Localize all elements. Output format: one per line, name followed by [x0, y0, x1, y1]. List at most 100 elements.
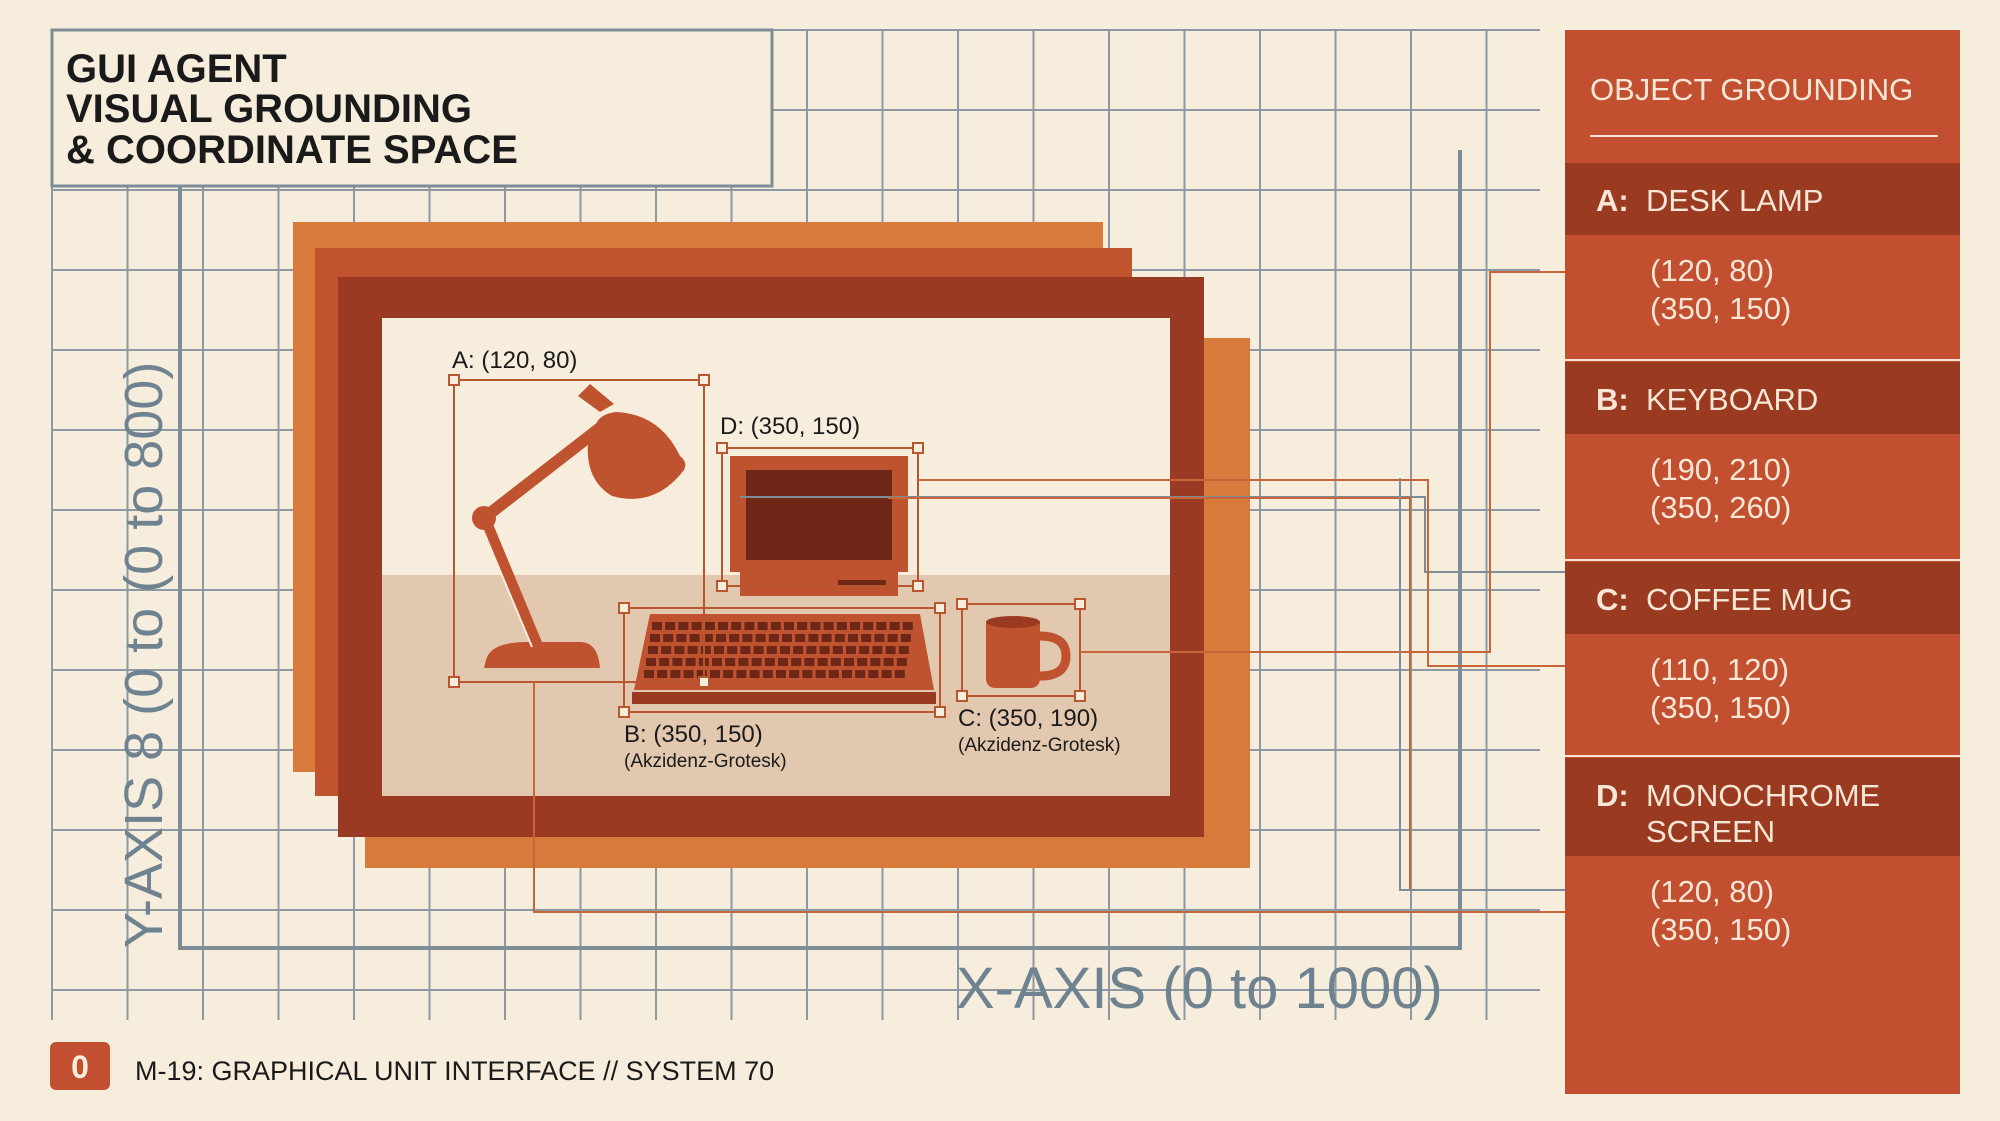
keyboard-key	[755, 634, 766, 642]
keyboard-key	[648, 646, 658, 654]
keyboard-key	[674, 646, 685, 654]
keyboard-key	[691, 622, 702, 630]
bbox-handle	[934, 706, 946, 718]
keyboard-key	[716, 634, 726, 642]
keyboard-key	[770, 622, 781, 630]
bbox-handle	[698, 676, 710, 688]
bbox-mug	[961, 603, 1081, 697]
keyboard-key	[714, 646, 724, 654]
keyboard-key	[808, 634, 819, 642]
keyboard-key	[762, 670, 773, 678]
panel-item-coord-2: (350, 150)	[1650, 912, 1791, 947]
panel-item-coord-1: (120, 80)	[1650, 874, 1774, 909]
keyboard-key	[764, 658, 775, 666]
keyboard-key	[898, 646, 909, 654]
keyboard-key	[874, 634, 885, 642]
panel-item-header	[1565, 362, 1960, 434]
panel-item-label: DESK LAMP	[1646, 183, 1823, 218]
keyboard-key	[652, 622, 662, 630]
keyboard-key	[731, 622, 742, 630]
bbox-label-a: A: (120, 80)	[452, 347, 577, 374]
y-axis-label: Y-AXIS 8 (0 to (0 to 800)	[114, 362, 174, 948]
keyboard-key	[870, 658, 881, 666]
bbox-handle	[448, 676, 460, 688]
keyboard-key	[672, 658, 683, 666]
keyboard-key	[683, 670, 694, 678]
bbox-handle	[1074, 690, 1086, 702]
bbox-label-d: D: (350, 150)	[720, 413, 860, 440]
monitor-icon	[730, 456, 908, 596]
panel-item-label-2: SCREEN	[1646, 814, 1775, 849]
keyboard-key	[844, 658, 854, 666]
keyboard-key	[894, 670, 905, 678]
footer-badge	[50, 1042, 110, 1090]
bbox-lamp	[453, 379, 705, 683]
keyboard-key	[725, 658, 736, 666]
keyboard-key	[887, 634, 898, 642]
bbox-handle	[956, 690, 968, 702]
keyboard-key	[819, 646, 830, 654]
title-box: GUI AGENT VISUAL GROUNDING & COORDINATE …	[50, 28, 774, 188]
keyboard-key	[687, 646, 698, 654]
keyboard-key	[797, 622, 808, 630]
keyboard-key	[700, 646, 711, 654]
keyboard-key	[817, 658, 828, 666]
bbox-handle	[912, 442, 924, 454]
leader-line-c	[1080, 271, 1635, 653]
keyboard-key	[670, 670, 681, 678]
keyboard-key	[810, 622, 821, 630]
keyboard-key	[900, 634, 911, 642]
keyboard-key	[842, 670, 852, 678]
keyboard-key	[830, 658, 841, 666]
keyboard-key	[872, 646, 883, 654]
panel-item-coord-2: (350, 150)	[1650, 690, 1791, 725]
panel-item-coord-1: (110, 120)	[1650, 652, 1789, 687]
keyboard-key	[644, 670, 654, 678]
bbox-handle	[1074, 598, 1086, 610]
panel-item-header	[1565, 758, 1960, 856]
footer-badge-glyph: 0	[71, 1049, 89, 1085]
keyboard-key	[782, 634, 792, 642]
keyboard-key	[855, 670, 866, 678]
axis-frame	[178, 150, 1462, 950]
keyboard-key	[868, 670, 879, 678]
keyboard-key	[727, 646, 738, 654]
keyboard-key	[753, 646, 764, 654]
keyboard-key	[738, 658, 749, 666]
bbox-keyboard	[623, 607, 941, 713]
keyboard-key	[804, 658, 815, 666]
keyboard-key	[896, 658, 907, 666]
keyboard-key	[646, 658, 656, 666]
keyboard-key	[685, 658, 696, 666]
keyboard-key	[885, 646, 896, 654]
footer-text: M-19: GRAPHICAL UNIT INTERFACE // SYSTEM…	[135, 1056, 774, 1086]
bbox-handle	[716, 580, 728, 592]
scene-frames	[293, 222, 1250, 868]
keyboard-key	[689, 634, 700, 642]
keyboard-key	[676, 634, 687, 642]
mug-icon	[986, 616, 1071, 688]
keyboard-key	[883, 658, 894, 666]
keyboard-key	[757, 622, 768, 630]
panel-item-label: COFFEE MUG	[1646, 582, 1853, 617]
keyboard-key	[832, 646, 843, 654]
keyboard-key	[729, 634, 740, 642]
keyboard-key	[696, 670, 707, 678]
desk-lamp-icon	[472, 384, 686, 668]
keyboard-key	[704, 622, 715, 630]
keyboard-key	[850, 622, 860, 630]
bbox-handle	[934, 602, 946, 614]
keyboard-key	[836, 622, 847, 630]
keyboard-key	[806, 646, 817, 654]
keyboard-key	[795, 634, 806, 642]
panel-item-header	[1565, 163, 1960, 235]
keyboard-key	[789, 670, 800, 678]
leader-line-a	[533, 682, 1635, 913]
panel-item-letter: A:	[1596, 183, 1629, 218]
bbox-font-b: (Akzidenz-Grotesk)	[624, 751, 787, 772]
keyboard-key	[793, 646, 804, 654]
keyboard-key	[744, 622, 755, 630]
keyboard-key	[784, 622, 794, 630]
bbox-font-c: (Akzidenz-Grotesk)	[958, 735, 1121, 756]
